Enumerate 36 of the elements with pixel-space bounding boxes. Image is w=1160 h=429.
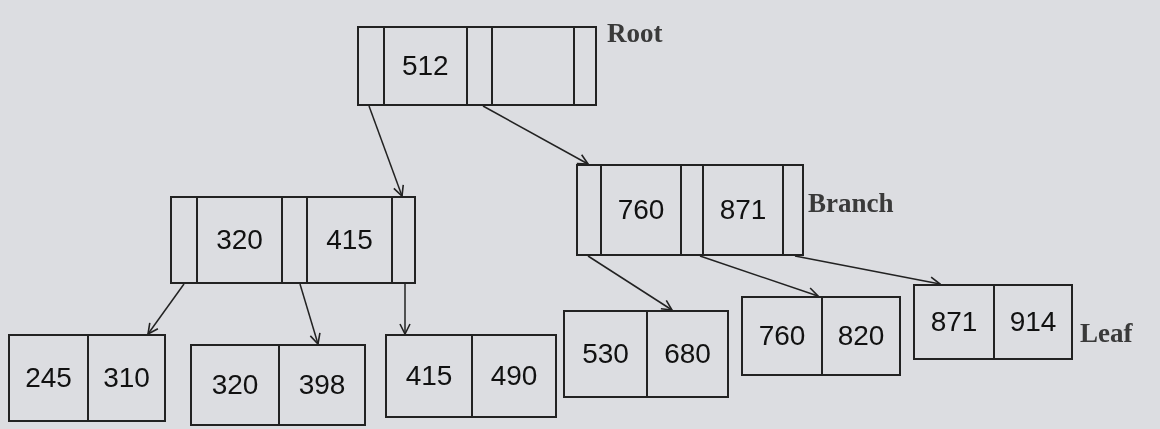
arrow [482,105,589,165]
tree-node [190,344,366,426]
key-value: 871 [719,196,767,224]
key-value: 914 [1009,308,1057,336]
key-value: 871 [930,308,978,336]
key-value: 398 [298,371,346,399]
key-value: 490 [490,362,538,390]
key-value: 320 [211,371,259,399]
key-value: 680 [664,340,711,368]
key-value: 320 [216,226,263,254]
arrow [587,255,673,311]
tree-node [357,26,597,106]
arrow [299,283,321,345]
key-value: 760 [617,196,665,224]
tree-node [170,196,416,284]
tree-node [8,334,166,422]
level-label: Root [607,18,663,49]
level-label: Branch [808,188,894,219]
key-value: 415 [326,226,373,254]
level-label: Leaf [1080,318,1133,349]
arrow [368,105,405,197]
key-value: 760 [758,322,806,350]
arrow [147,283,185,335]
tree-node [563,310,729,398]
tree-node [741,296,901,376]
arrow [699,255,819,299]
tree-node [385,334,557,418]
key-value: 245 [25,364,72,392]
key-value: 415 [405,362,453,390]
tree-node [913,284,1073,360]
key-value: 310 [103,364,150,392]
arrow [399,283,411,335]
key-value: 530 [582,340,629,368]
key-value: 512 [401,52,449,80]
key-value: 820 [837,322,885,350]
tree-node [576,164,804,256]
